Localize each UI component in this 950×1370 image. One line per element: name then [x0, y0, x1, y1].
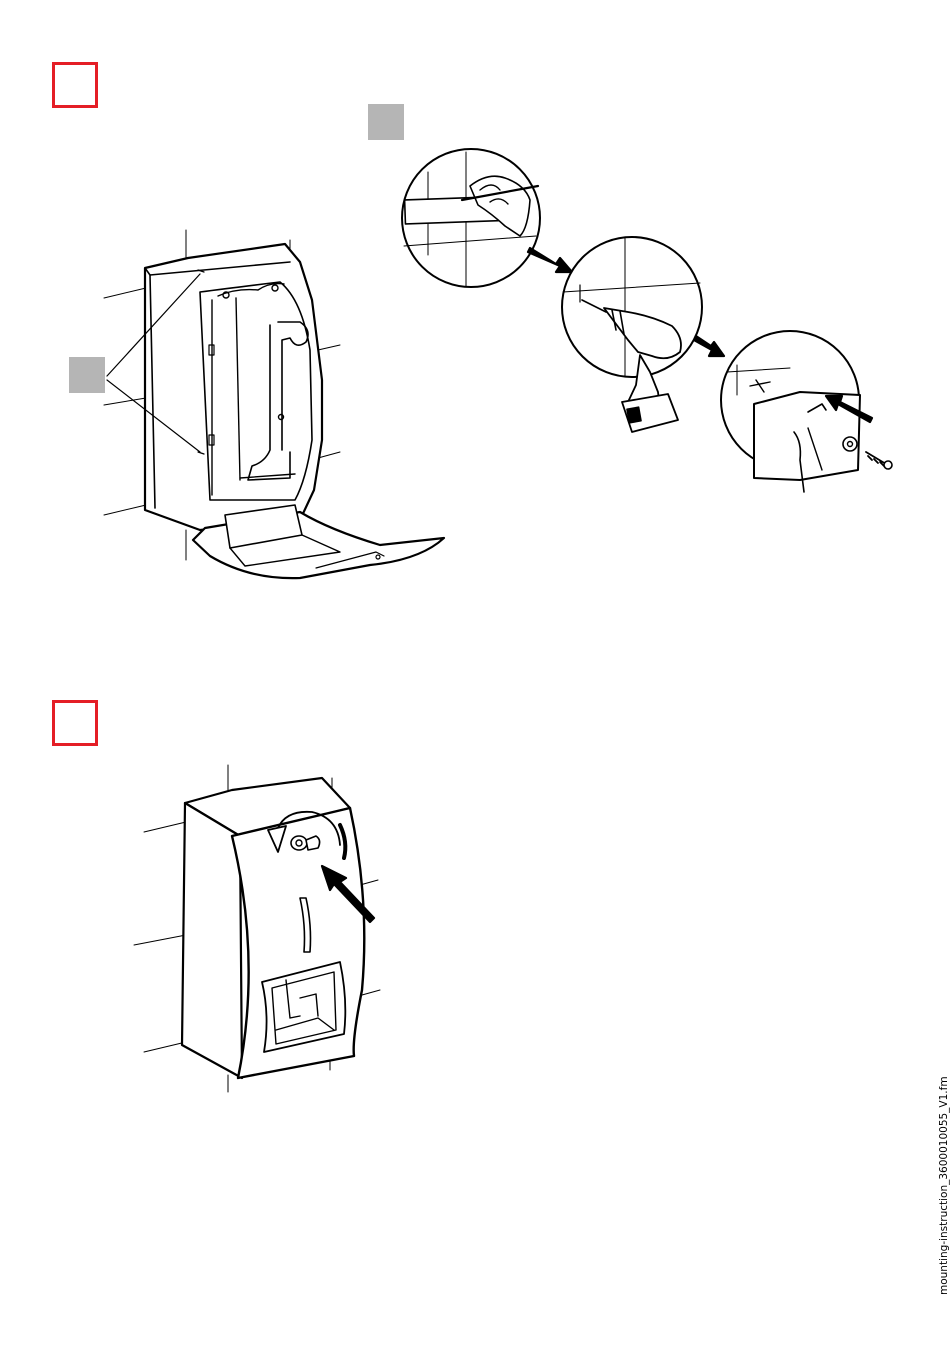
closed-dispenser-icon [134, 765, 380, 1092]
open-dispenser-icon [104, 230, 444, 578]
screw-fixing-icon [721, 331, 892, 492]
footer-filename: mounting-instruction_3600010055_V1.fm [938, 1076, 950, 1295]
drill-icon [562, 237, 702, 432]
mark-with-pencil-icon [402, 149, 540, 287]
